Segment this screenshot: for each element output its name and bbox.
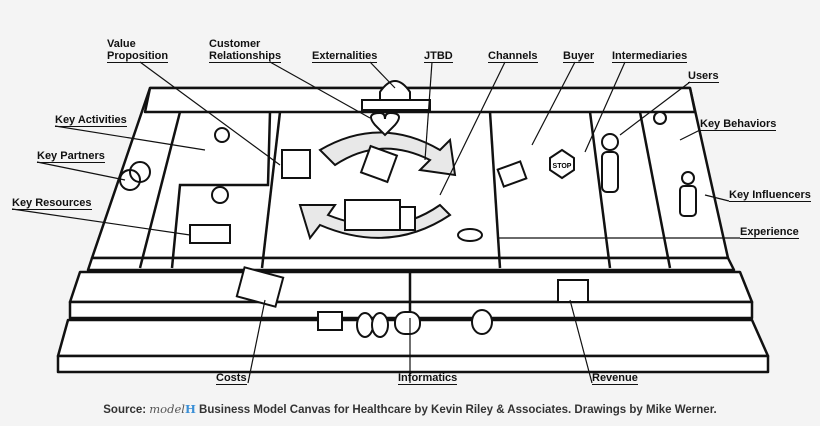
leader-lines (11, 61, 740, 384)
stop-sign-text: STOP (553, 163, 572, 170)
key-behaviors-person-icon (653, 111, 667, 125)
source-caption: Source: modelH Business Model Canvas for… (0, 402, 820, 416)
label-intermediaries: Intermediaries (612, 50, 688, 63)
label-line: Customer (209, 38, 261, 50)
logo-main: model (149, 402, 185, 416)
label-key-resources: Key Resources (12, 197, 92, 210)
divider-segments (488, 111, 502, 269)
divider-users (638, 111, 672, 269)
caption-prefix: Source: (103, 404, 147, 416)
user-body-icon (601, 151, 619, 193)
label-buyer: Buyer (563, 50, 595, 63)
document-check-icon (359, 144, 399, 184)
divider-buyer (588, 111, 612, 269)
heart-icon (370, 111, 400, 137)
label-revenue: Revenue (592, 372, 638, 385)
stop-sign-icon (549, 148, 575, 180)
truck-cab-icon (399, 206, 416, 231)
divider-partners (138, 111, 182, 269)
gift-icon (281, 149, 311, 179)
label-key-influencers: Key Influencers (729, 189, 811, 202)
invoice-icon (235, 266, 285, 308)
modelh-logo: modelH (149, 402, 196, 416)
label-informatics: Informatics (398, 372, 458, 385)
worker-box-icon (189, 224, 231, 244)
data-coil-icon (356, 312, 374, 338)
label-users: Users (688, 70, 719, 83)
data-coil-icon-2 (371, 312, 389, 338)
data-tank-icon (471, 309, 493, 335)
capitol-base-icon (361, 99, 431, 111)
logo-accent: H (184, 402, 196, 416)
divider-value (260, 111, 282, 269)
worker-digging-icon (214, 127, 230, 143)
label-line: Relationships (209, 50, 282, 62)
label-jtbd: JTBD (424, 50, 453, 63)
server-drum-icon (394, 311, 421, 335)
label-channels: Channels (488, 50, 538, 63)
label-costs: Costs (216, 372, 247, 385)
divider-activities (170, 111, 272, 269)
chain-link-icon-2 (129, 161, 151, 183)
slab-bottom-edge (56, 354, 770, 374)
worker-head-icon (211, 186, 229, 204)
influencer-body-icon (679, 185, 697, 217)
truck-icon (344, 199, 401, 231)
capitol-building-icon (379, 80, 411, 101)
label-line: Proposition (107, 50, 169, 62)
computer-icon (317, 311, 343, 331)
caption-text: Business Model Canvas for Healthcare by … (199, 404, 717, 416)
label-experience: Experience (740, 226, 799, 239)
user-person-icon (601, 133, 619, 151)
label-key-activities: Key Activities (55, 114, 127, 127)
label-line: Value (107, 38, 136, 50)
main-board-edge (86, 256, 736, 272)
label-externalities: Externalities (312, 50, 378, 63)
key-influencers-people-icon (681, 171, 695, 185)
cash-register-icon (557, 279, 589, 303)
money-bill-icon (496, 160, 528, 188)
label-key-partners: Key Partners (37, 150, 105, 163)
label-key-behaviors: Key Behaviors (700, 118, 777, 131)
glasses-icon (457, 228, 483, 242)
